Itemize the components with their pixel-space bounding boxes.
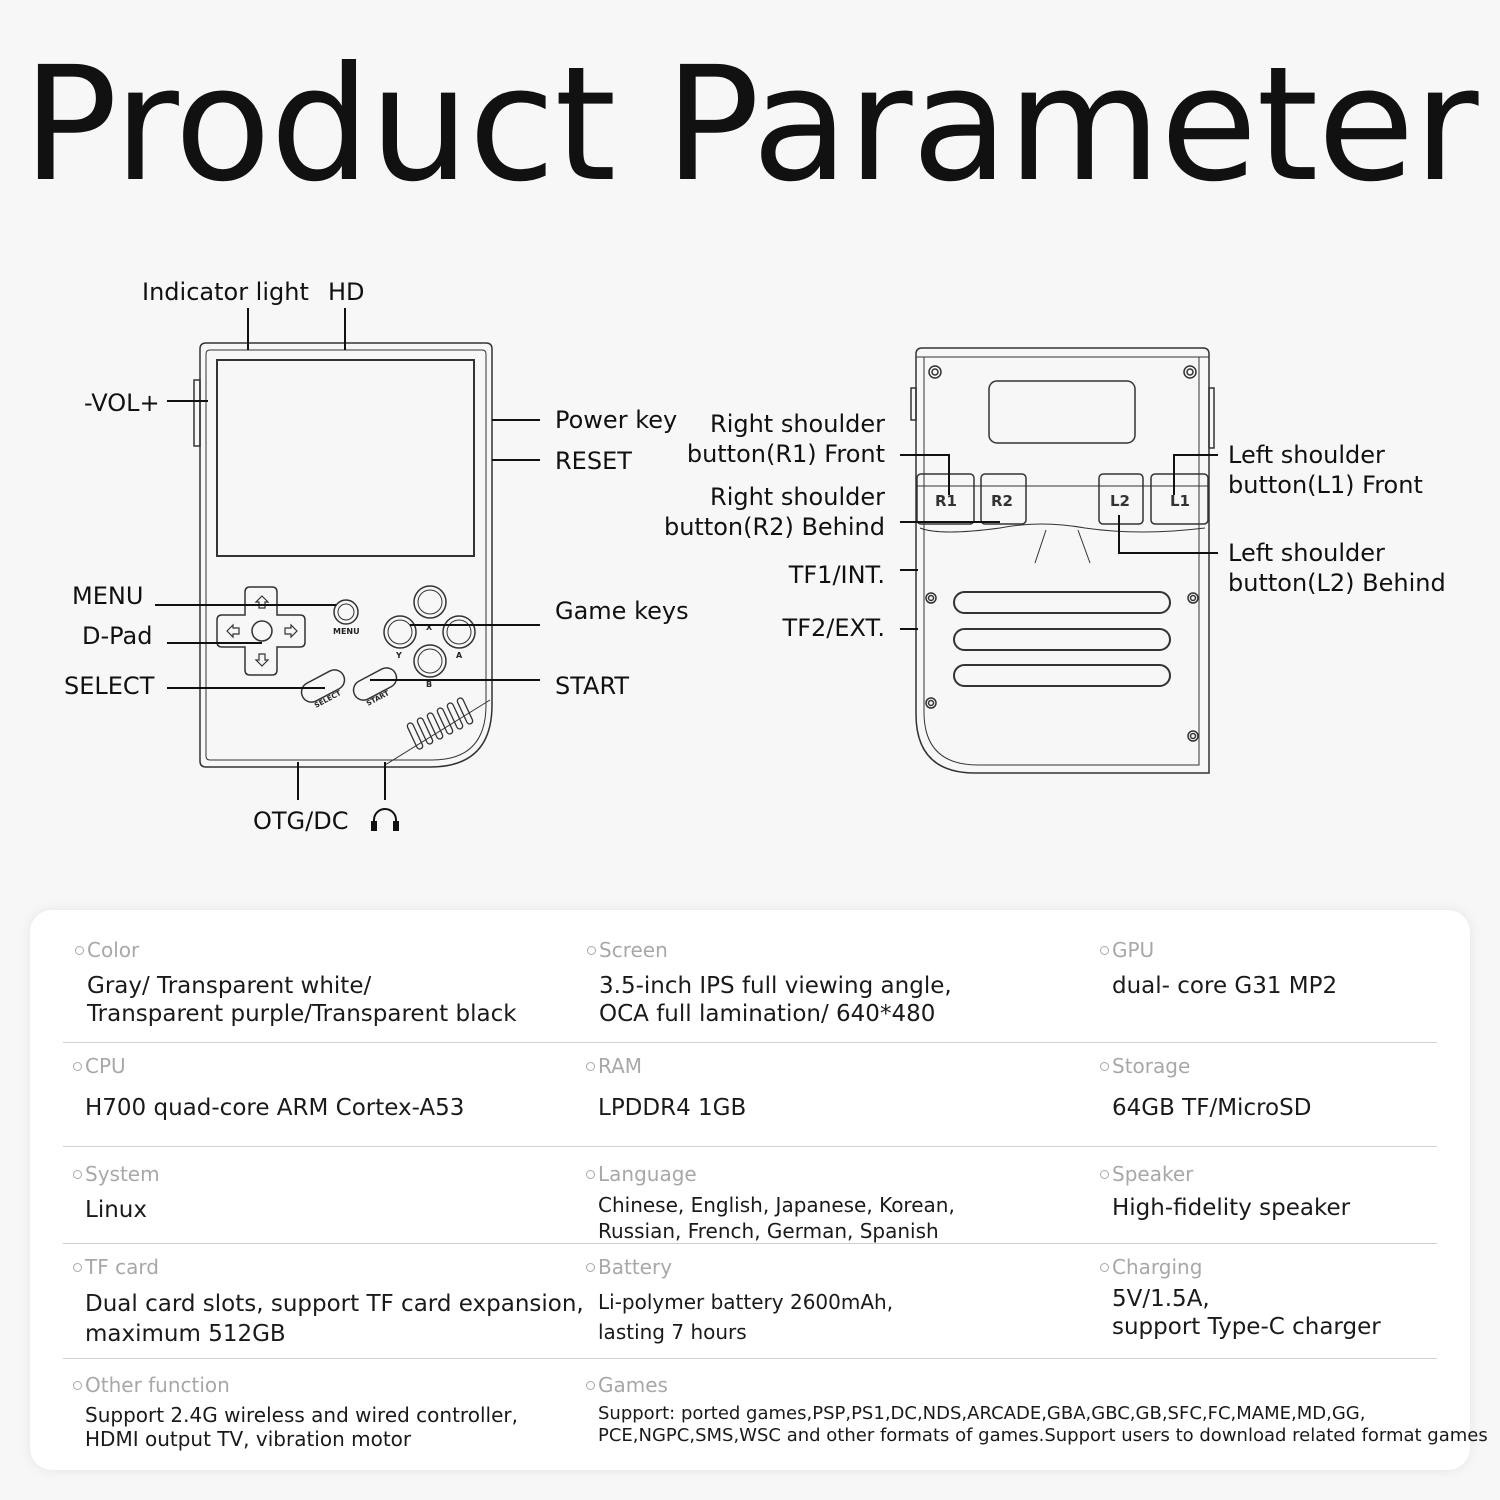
spec-value: 3.5-inch IPS full viewing angle, OCA ful… bbox=[599, 973, 952, 1027]
spec-key: GPU bbox=[1100, 938, 1337, 962]
select-button-text: SELECT bbox=[313, 689, 343, 710]
front-device: MENU X Y A B SELECT START bbox=[193, 342, 493, 768]
r1-front-label: Right shoulder button(R1) Front bbox=[686, 410, 885, 468]
spec-key: Battery bbox=[586, 1255, 893, 1279]
spec-value: Linux bbox=[85, 1197, 147, 1223]
front-leader-lines bbox=[155, 308, 540, 800]
spec-key: CPU bbox=[73, 1054, 464, 1078]
hd-label: HD bbox=[328, 278, 365, 306]
y-button-text: Y bbox=[395, 651, 402, 660]
spec-key: RAM bbox=[586, 1054, 746, 1078]
divider bbox=[63, 1358, 1437, 1359]
divider bbox=[63, 1243, 1437, 1244]
spec-key: Charging bbox=[1100, 1255, 1381, 1279]
otg-dc-label: OTG/DC bbox=[253, 807, 349, 835]
spec-cpu: CPU H700 quad-core ARM Cortex-A53 bbox=[73, 1054, 464, 1122]
l1-front-label: Left shoulder button(L1) Front bbox=[1228, 441, 1423, 499]
spec-value: dual- core G31 MP2 bbox=[1112, 973, 1338, 999]
start-button-text: START bbox=[365, 689, 391, 708]
spec-charging: Charging 5V/1.5A, support Type-C charger bbox=[1100, 1255, 1381, 1341]
spec-key: Storage bbox=[1100, 1054, 1311, 1078]
spec-value: Support: ported games,PSP,PS1,DC,NDS,ARC… bbox=[598, 1403, 1488, 1446]
l1-button-text: L1 bbox=[1170, 492, 1190, 510]
spec-value: High-fidelity speaker bbox=[1112, 1195, 1351, 1221]
spec-value: Support 2.4G wireless and wired controll… bbox=[85, 1403, 518, 1451]
menu-button-text: MENU bbox=[333, 627, 360, 636]
x-button-text: X bbox=[426, 623, 433, 632]
spec-value: Chinese, English, Japanese, Korean, Russ… bbox=[598, 1193, 955, 1243]
l2-button-text: L2 bbox=[1110, 492, 1130, 510]
divider bbox=[63, 1146, 1437, 1147]
spec-screen: Screen 3.5-inch IPS full viewing angle, O… bbox=[587, 938, 952, 1028]
spec-storage: Storage 64GB TF/MicroSD bbox=[1100, 1054, 1311, 1122]
dpad-label: D-Pad bbox=[82, 622, 153, 650]
spec-key: Speaker bbox=[1100, 1162, 1350, 1186]
device-diagrams: MENU X Y A B SELECT START bbox=[155, 308, 1218, 831]
back-leader-lines bbox=[900, 454, 1218, 630]
r2-button-text: R2 bbox=[991, 492, 1013, 510]
spec-value: H700 quad-core ARM Cortex-A53 bbox=[85, 1095, 465, 1121]
spec-value: Gray/ Transparent white/ Transparent pur… bbox=[87, 973, 517, 1027]
indicator-light-label: Indicator light bbox=[142, 278, 309, 306]
spec-key: Screen bbox=[587, 938, 952, 962]
back-device: R1 R2 L2 L1 bbox=[910, 347, 1215, 774]
select-label: SELECT bbox=[64, 672, 155, 700]
spec-key: Language bbox=[586, 1162, 955, 1186]
tf1-label: TF1/INT. bbox=[788, 561, 885, 589]
menu-label: MENU bbox=[72, 582, 144, 610]
a-button-text: A bbox=[456, 651, 463, 660]
spec-value: 5V/1.5A, support Type-C charger bbox=[1112, 1286, 1381, 1340]
volume-label: -VOL+ bbox=[84, 389, 160, 417]
b-button-text: B bbox=[426, 680, 432, 689]
spec-value: Dual card slots, support TF card expansi… bbox=[85, 1291, 584, 1347]
r1-button-text: R1 bbox=[935, 492, 957, 510]
spec-key: Other function bbox=[73, 1373, 518, 1397]
reset-label: RESET bbox=[555, 447, 632, 475]
power-key-label: Power key bbox=[555, 406, 678, 434]
spec-key: Color bbox=[75, 938, 517, 962]
spec-key: System bbox=[73, 1162, 160, 1186]
l2-behind-label: Left shoulder button(L2) Behind bbox=[1228, 539, 1446, 597]
spec-value: LPDDR4 1GB bbox=[598, 1095, 747, 1121]
divider bbox=[63, 1042, 1437, 1043]
spec-key: Games bbox=[586, 1373, 1488, 1397]
r2-behind-label: Right shoulder button(R2) Behind bbox=[663, 483, 885, 541]
spec-value: Li-polymer battery 2600mAh, lasting 7 ho… bbox=[598, 1290, 894, 1344]
spec-value: 64GB TF/MicroSD bbox=[1112, 1095, 1312, 1121]
headphone-icon bbox=[371, 808, 399, 831]
spec-ram: RAM LPDDR4 1GB bbox=[586, 1054, 746, 1122]
page-title: Product Parameter bbox=[22, 33, 1478, 217]
spec-gpu: GPU dual- core G31 MP2 bbox=[1100, 938, 1337, 1000]
start-label: START bbox=[555, 672, 630, 700]
spec-key: TF card bbox=[73, 1255, 584, 1279]
tf2-label: TF2/EXT. bbox=[782, 614, 885, 642]
game-keys-label: Game keys bbox=[555, 597, 689, 625]
